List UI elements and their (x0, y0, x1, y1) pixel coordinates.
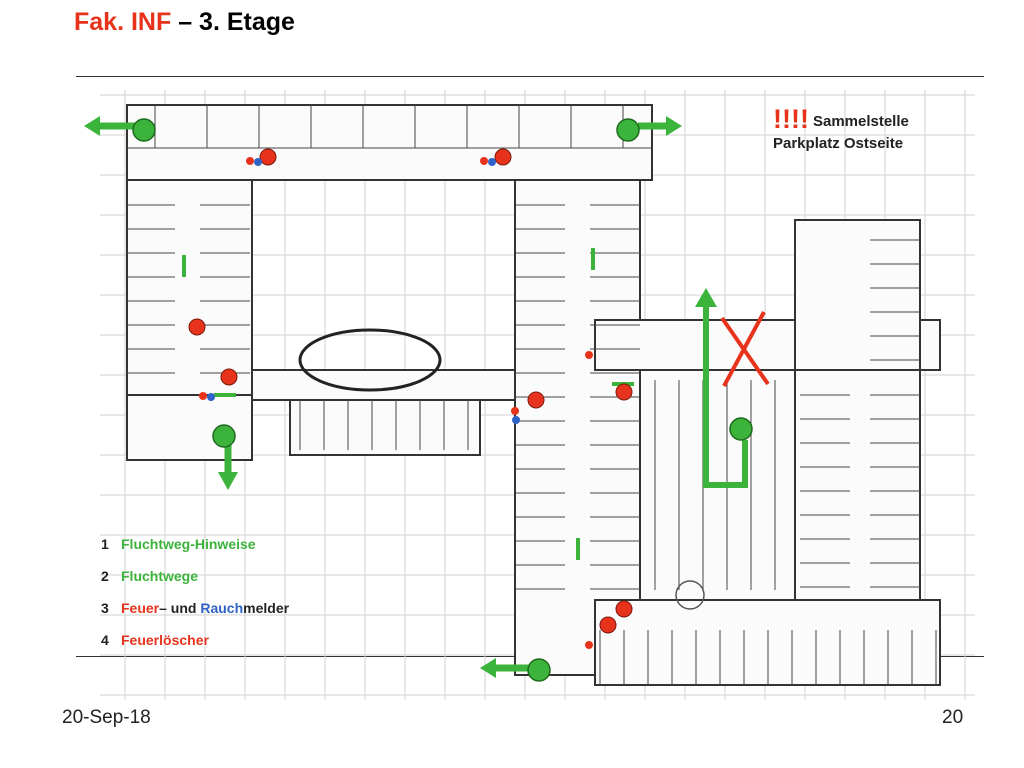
footer-date: 20-Sep-18 (62, 707, 151, 728)
assembly-point-icon (616, 118, 640, 142)
building-walls (126, 104, 941, 686)
smoke-detector-icon (254, 158, 262, 166)
smoke-detector-icon (512, 416, 520, 424)
legend-label-smoke: Rauch (200, 600, 244, 616)
assembly-points (132, 118, 753, 682)
fire-extinguisher-icon (615, 383, 633, 401)
legend-item-escape-routes: 2 Fluchtwege (101, 560, 289, 592)
smoke-detectors (199, 157, 593, 649)
callout-exclamations: !!!! (773, 104, 809, 134)
legend-number: 1 (101, 536, 109, 552)
legend-label: Fluchtwege (121, 568, 199, 584)
fire-extinguisher-icon (599, 616, 617, 634)
legend-number: 3 (101, 600, 109, 616)
escape-route (703, 305, 748, 488)
legend-number: 2 (101, 568, 109, 584)
fire-extinguisher-icon (527, 391, 545, 409)
fire-extinguisher-icon (494, 148, 512, 166)
fire-detector-icon (246, 157, 254, 165)
legend-number: 4 (101, 632, 109, 648)
legend-item-detectors: 3 Feuer– und Rauchmelder (101, 592, 289, 624)
fire-detector-icon (511, 407, 519, 415)
block-south (289, 399, 481, 456)
legend-label-and: – und (159, 600, 201, 616)
smoke-detector-icon (488, 158, 496, 166)
title-floor: – 3. Etage (171, 8, 295, 36)
legend-label-detector: melder (243, 600, 290, 616)
assembly-point-icon (212, 424, 236, 448)
atrium-oval (298, 328, 442, 392)
escape-route-arrowhead (695, 288, 717, 307)
assembly-point-icon (132, 118, 156, 142)
fire-detector-icon (480, 157, 488, 165)
callout-line-2: Parkplatz Ostseite (773, 135, 904, 152)
wing-west (126, 179, 253, 406)
legend-item-extinguishers: 4 Feuerlöscher (101, 624, 289, 656)
fire-extinguishers (188, 148, 633, 634)
fire-detector-icon (585, 641, 593, 649)
wing-southwest (126, 394, 253, 461)
fire-extinguisher-icon (220, 368, 238, 386)
page-title: Fak. INF – 3. Etage (74, 8, 295, 37)
assembly-point-icon (527, 658, 551, 682)
footer-page-number: 20 (942, 707, 964, 728)
wing-north (126, 104, 653, 181)
legend-label: Fluchtweg-Hinweise (121, 536, 256, 552)
title-faculty: Fak. INF (74, 8, 172, 36)
wing-center-east (514, 179, 641, 676)
fire-extinguisher-icon (615, 600, 633, 618)
legend-label: Feuerlöscher (121, 632, 209, 648)
assembly-callout: !!!!Sammelstelle Parkplatz Ostseite (773, 106, 909, 155)
smoke-detector-icon (207, 393, 215, 401)
room-partitions (127, 105, 937, 685)
legend-label-fire: Feuer (121, 600, 160, 616)
wing-east-mid (794, 369, 921, 601)
fire-extinguisher-icon (188, 318, 206, 336)
legend: 1 Fluchtweg-Hinweise 2 Fluchtwege 3 Feuer– … (101, 528, 289, 656)
fire-extinguisher-icon (259, 148, 277, 166)
wing-east-north (794, 219, 921, 371)
spiral-stair (675, 580, 705, 610)
legend-item-escape-signs: 1 Fluchtweg-Hinweise (101, 528, 289, 560)
callout-line-1: Sammelstelle (812, 113, 909, 130)
fire-detector-icon (585, 351, 593, 359)
connector-corridor (251, 369, 516, 401)
fire-detector-icon (199, 392, 207, 400)
blocked-route-icon (720, 311, 770, 387)
assembly-point-icon (729, 417, 753, 441)
top-rule (76, 76, 984, 77)
